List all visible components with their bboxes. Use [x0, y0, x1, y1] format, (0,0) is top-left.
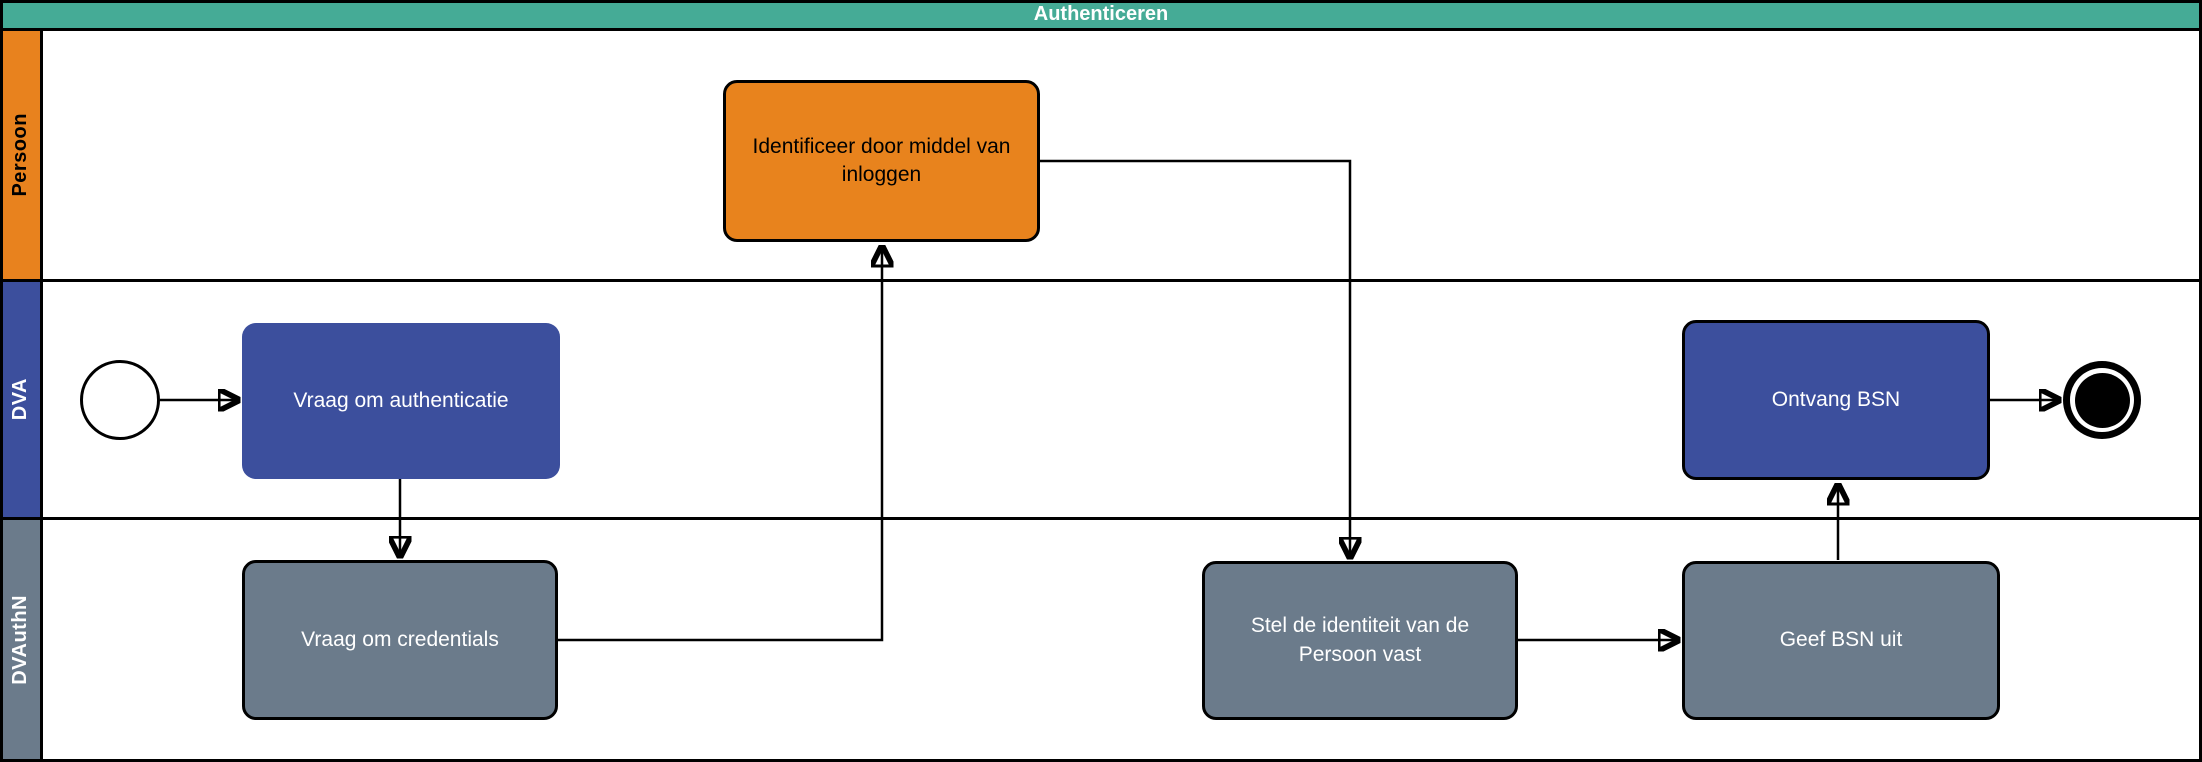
- task-vraag-om-credentials: Vraag om credentials: [242, 560, 558, 720]
- lane-label-persoon: Persoon: [0, 31, 40, 279]
- pool-title-text: Authenticeren: [1033, 2, 1169, 25]
- lane-label-dva-text: DVA: [8, 378, 31, 421]
- task-geef-bsn-uit-label: Geef BSN uit: [1779, 628, 1903, 652]
- end-event-ring: [2070, 368, 2134, 432]
- lane-label-dva: DVA: [0, 282, 40, 517]
- end-event-core: [2074, 372, 2130, 428]
- task-identificeer-door-inloggen: Identificeer door middel van inloggen: [723, 80, 1040, 242]
- task-geef-bsn-uit: Geef BSN uit: [1682, 561, 2000, 720]
- task-vraag-om-authenticatie: Vraag om authenticatie: [242, 323, 560, 479]
- lane-label-dvauthn: DVAuthN: [0, 520, 40, 759]
- task-stel-identiteit-vast-label: Stel de identiteit van de Persoon vast: [1250, 614, 1470, 666]
- task-identificeer-door-inloggen-label: Identificeer door middel van inloggen: [752, 134, 1011, 186]
- lane-label-column-border: [40, 28, 43, 762]
- lane-separator-persoon-dva: [0, 279, 2202, 282]
- lane-label-persoon-text: Persoon: [8, 113, 31, 197]
- end-event: [2063, 361, 2141, 439]
- lane-label-dvauthn-text: DVAuthN: [8, 594, 31, 685]
- task-vraag-om-authenticatie-label: Vraag om authenticatie: [293, 388, 509, 412]
- flow-vraag-credentials-to-identificeer: [558, 247, 882, 642]
- title-separator-line: [0, 28, 2202, 31]
- pool-title: Authenticeren: [0, 0, 2202, 28]
- task-ontvang-bsn: Ontvang BSN: [1682, 320, 1990, 480]
- lane-separator-dva-dvauthn: [0, 517, 2202, 520]
- task-ontvang-bsn-label: Ontvang BSN: [1771, 387, 1901, 411]
- start-event: [80, 360, 160, 440]
- task-stel-identiteit-vast: Stel de identiteit van de Persoon vast: [1202, 561, 1518, 720]
- flow-identificeer-to-stel-identiteit: [1040, 159, 1350, 557]
- task-vraag-om-credentials-label: Vraag om credentials: [301, 627, 499, 651]
